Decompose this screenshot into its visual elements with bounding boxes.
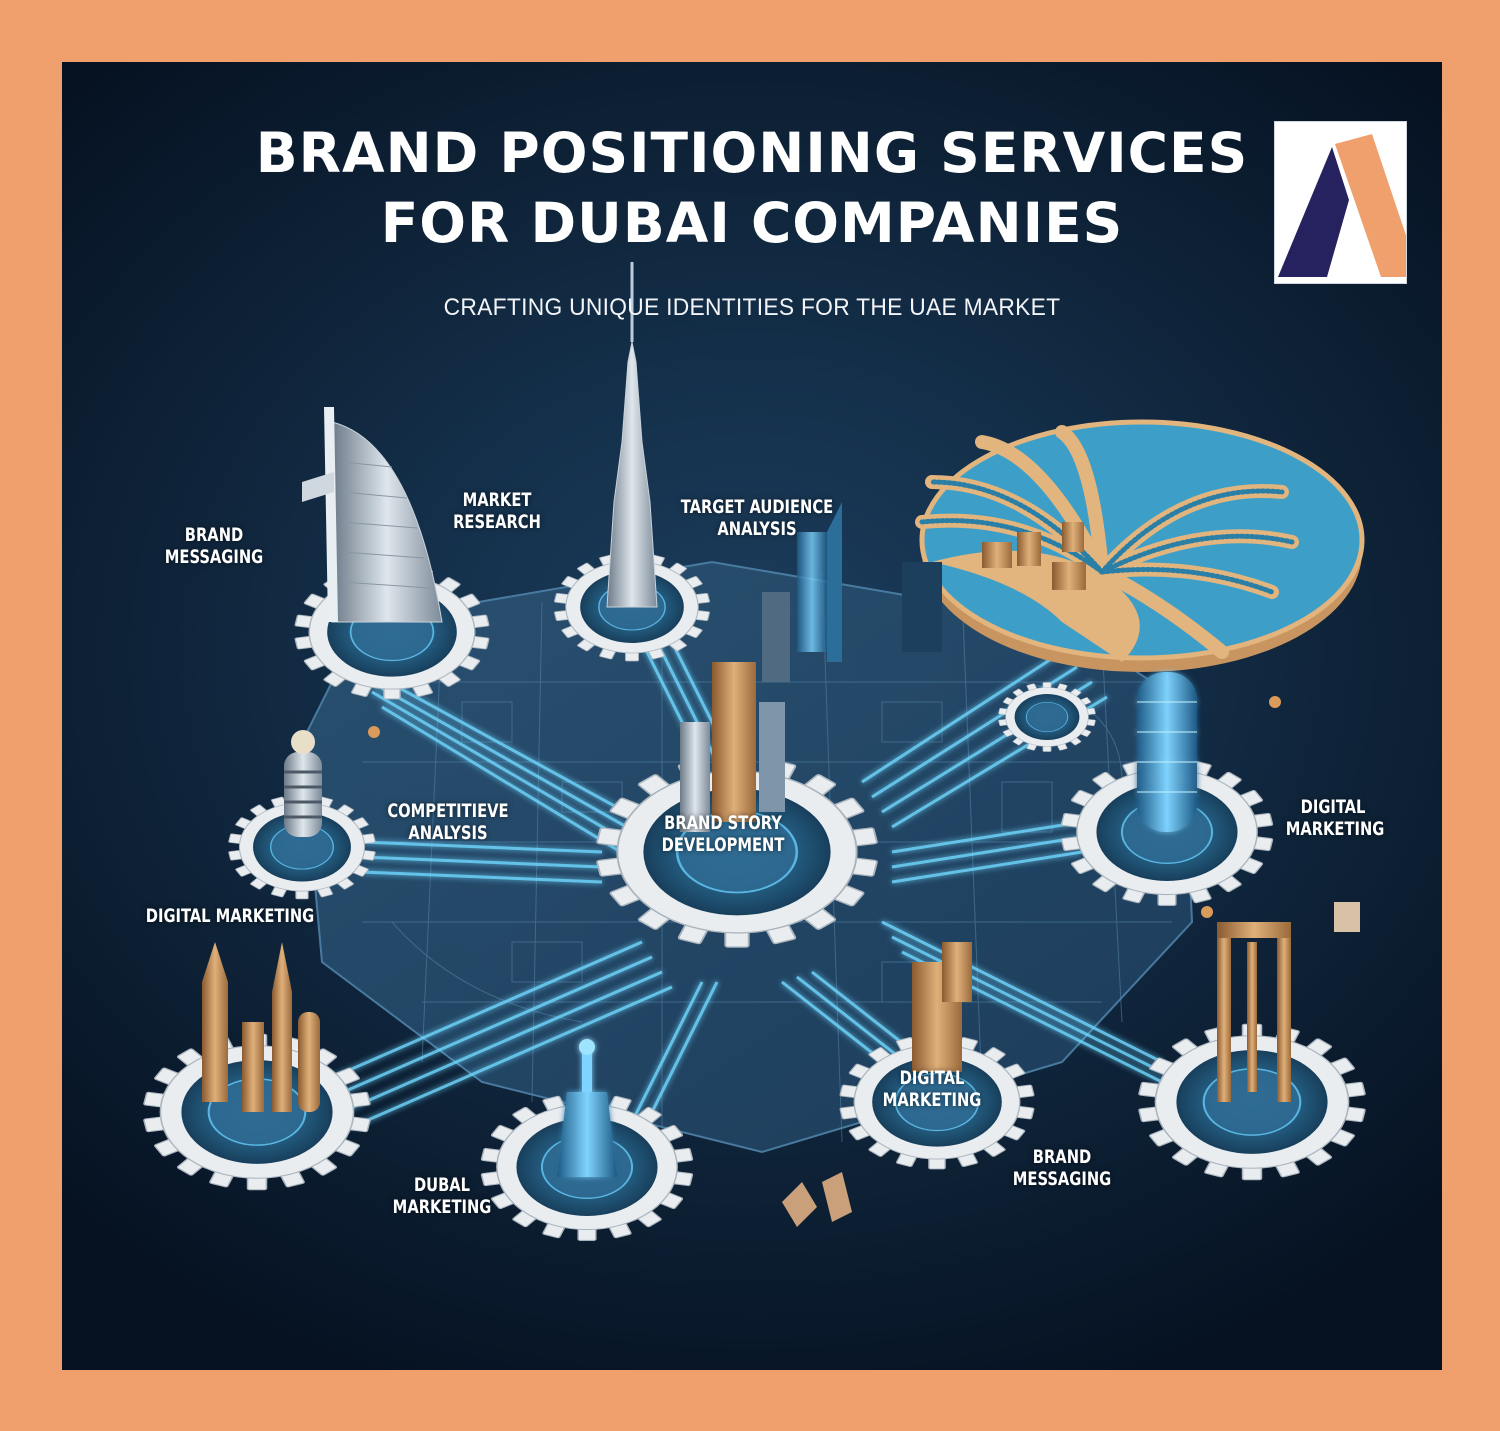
decorative-fragments <box>368 696 1360 1227</box>
gold-towers-model <box>202 942 320 1112</box>
tower-model <box>284 730 322 837</box>
blue-tower-model <box>557 1039 617 1177</box>
glowing-tower-model <box>1137 672 1197 832</box>
palm-jumeirah-model <box>915 419 1365 672</box>
page-title: BRAND POSITIONING SERVICES FOR DUBAI COM… <box>62 118 1442 258</box>
label-digital-marketing-left: DIGITAL MARKETING <box>145 905 315 927</box>
burj-khalifa-model <box>606 262 658 608</box>
title-line-1: BRAND POSITIONING SERVICES <box>255 121 1249 185</box>
gold-building-model <box>912 942 972 1072</box>
subtitle: CRAFTING UNIQUE IDENTITIES FOR THE UAE M… <box>443 294 1061 321</box>
skyscrapers-model <box>762 502 942 682</box>
gear-small-decor <box>997 681 1097 753</box>
brand-logo <box>1274 121 1407 284</box>
infographic-panel: BRAND POSITIONING SERVICES FOR DUBAI COM… <box>62 62 1442 1370</box>
central-towers-model <box>680 662 785 832</box>
illustration-scene <box>142 262 1367 1242</box>
burj-al-arab-model <box>302 407 443 623</box>
dubai-frame-model <box>1217 922 1291 1102</box>
logo-a-icon <box>1278 134 1406 277</box>
title-line-2: FOR DUBAI COMPANIES <box>380 191 1124 255</box>
